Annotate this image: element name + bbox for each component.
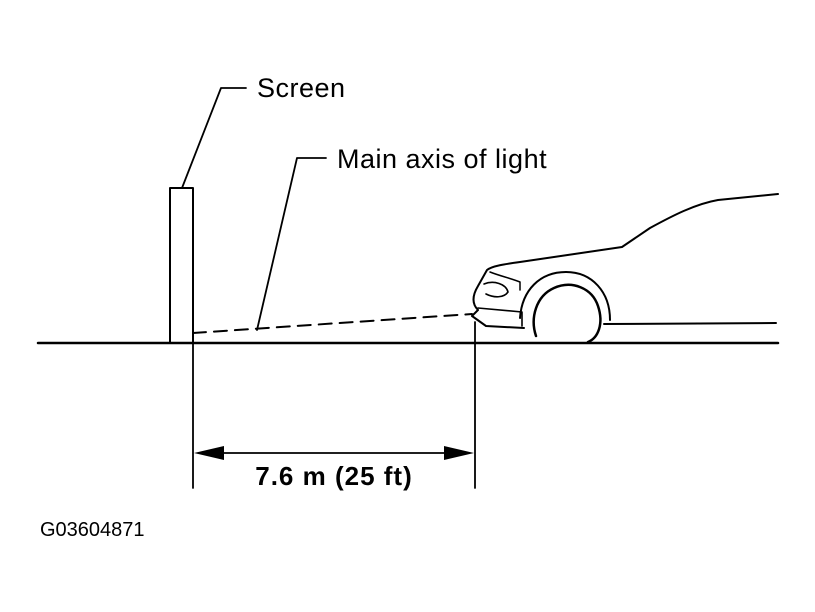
dimension-arrowhead-left (194, 446, 224, 460)
main-axis-dashed-line (192, 313, 473, 334)
screen-label: Screen (257, 73, 346, 103)
distance-label: 7.6 m (25 ft) (255, 461, 413, 491)
main-axis-leader-line (256, 157, 327, 331)
screen-leader-line (181, 87, 247, 189)
main-axis-label: Main axis of light (337, 144, 547, 174)
dimension-arrowhead-right (444, 446, 474, 460)
figure-code-label: G03604871 (40, 519, 145, 541)
screen-post-icon (169, 187, 194, 344)
car-front-icon (471, 193, 779, 344)
